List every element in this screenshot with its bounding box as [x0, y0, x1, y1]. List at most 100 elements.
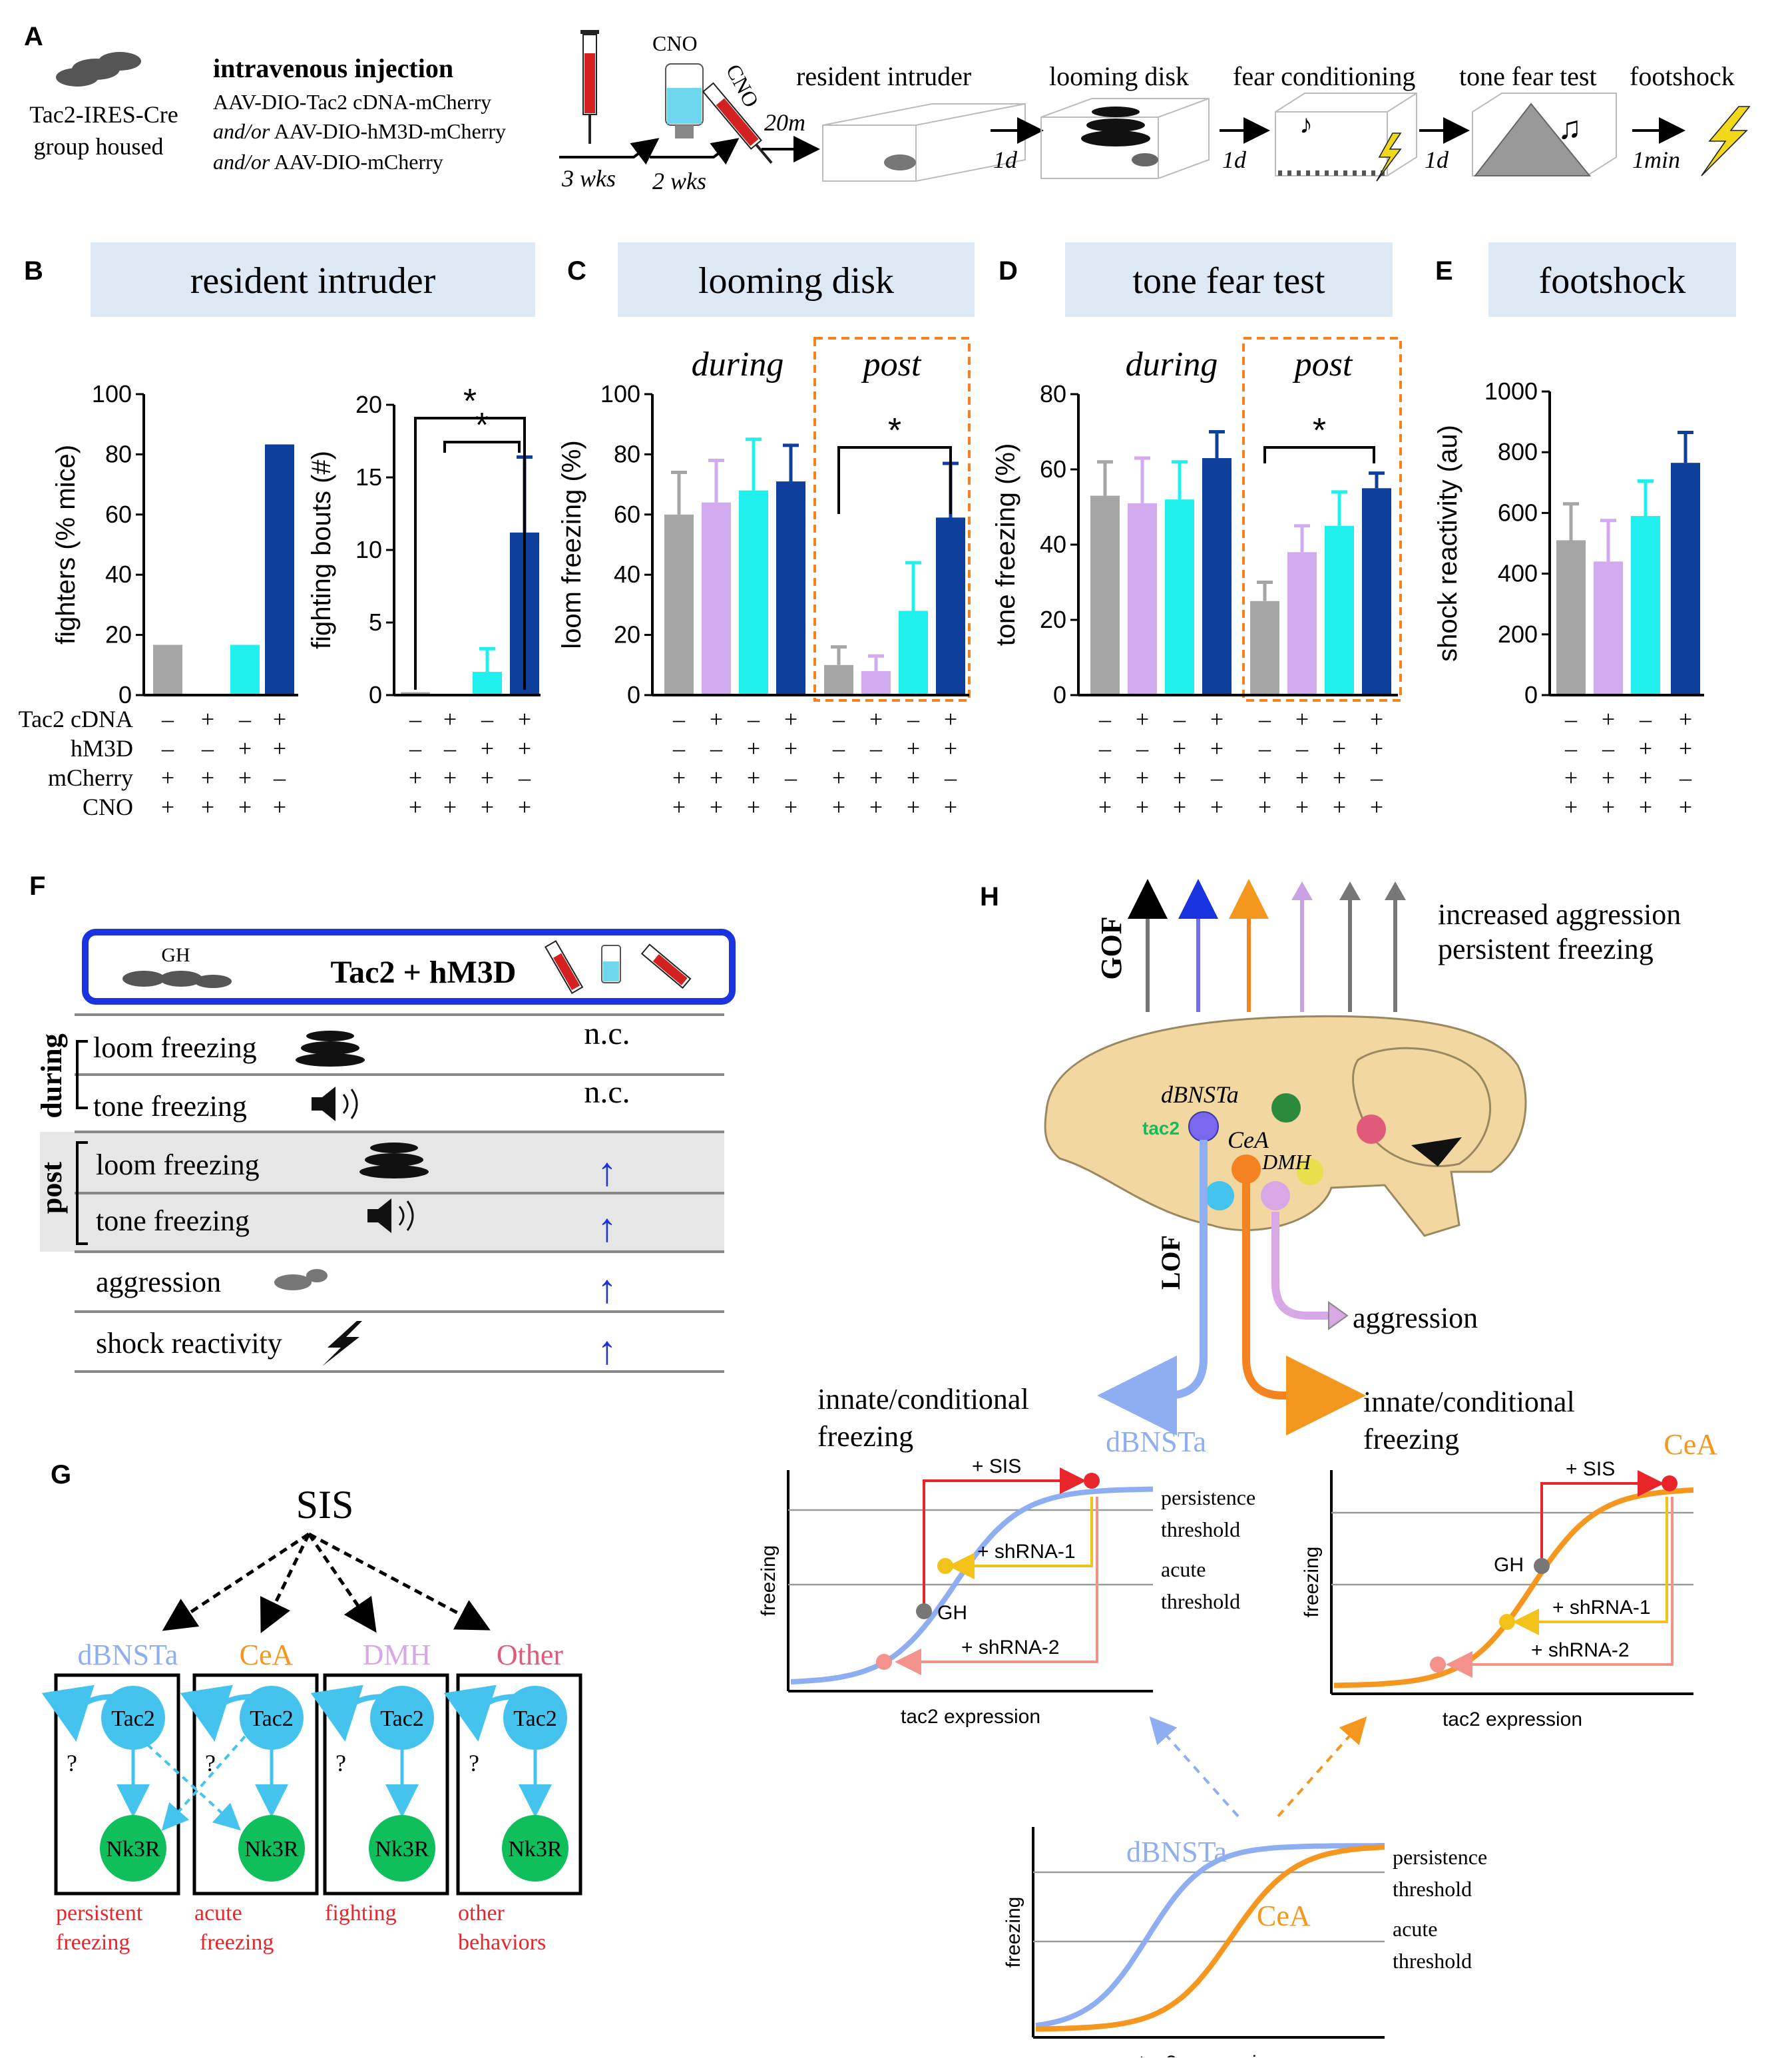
g-q-2: ? [336, 1750, 346, 1776]
cond-6-2-mcherry: + [1639, 764, 1652, 791]
dashed-arrow-left [1149, 1716, 1239, 1818]
wait-2wks: 2 wks [652, 168, 706, 194]
d-sig [1263, 446, 1375, 463]
h-left-gh-dot [916, 1603, 932, 1619]
g-arrow-2 [307, 1533, 377, 1633]
vector-3: and/or AAV-DIO-mCherry [213, 150, 443, 174]
row-label-hm3d: hM3D [71, 735, 133, 762]
g-region-0: dBNSTa [78, 1639, 178, 1671]
g-box-3 [456, 1673, 582, 1896]
cond-6-3-mcherry: – [1679, 764, 1692, 791]
cond-0-2-mcherry: + [238, 764, 252, 791]
cond-3-2-cno: + [907, 794, 920, 820]
panel-label-b: B [24, 256, 43, 286]
cond-5-1-tac2: + [1295, 706, 1309, 732]
c-post-highlight [813, 337, 971, 702]
h-icf-right-1: innate/conditional [1363, 1386, 1575, 1418]
h-right-ylabel: freezing [1301, 1547, 1323, 1618]
nucleus-pink [1357, 1115, 1386, 1144]
h-thr-1-a1: acute [1393, 1917, 1438, 1941]
b2-bar-2 [473, 672, 502, 695]
cond-4-3-hm3d: + [1210, 735, 1224, 762]
cond-1-2-tac2: – [481, 706, 494, 732]
cea-nucleus [1232, 1155, 1261, 1184]
b1-ylabel: fighters (% mice) [51, 445, 81, 644]
b2-tick-0: 0 [369, 681, 382, 708]
f-row-label-5: shock reactivity [96, 1327, 282, 1360]
d-during-bar-0 [1090, 495, 1120, 695]
c-during-bar-3 [776, 481, 805, 695]
h-right-gh: GH [1494, 1554, 1524, 1576]
cond-4-0-tac2: – [1098, 706, 1112, 732]
c-tick-3: 60 [614, 501, 640, 528]
cond-3-1-tac2: + [869, 706, 883, 732]
b1-tick-3: 60 [105, 501, 132, 528]
g-nk3r-node-2 [369, 1815, 435, 1882]
d-post-bar-3 [1362, 488, 1391, 695]
cond-2-3-mcherry: – [784, 764, 797, 791]
cond-0-0-hm3d: – [161, 735, 174, 762]
arrow-a1 [559, 138, 660, 165]
h-right-sh1-dot [1499, 1614, 1515, 1630]
cond-3-3-mcherry: – [944, 764, 957, 791]
looming-cage-icon [1040, 98, 1210, 179]
cond-2-3-cno: + [784, 794, 797, 820]
h-right-sis-dot [1662, 1475, 1678, 1491]
cond-2-1-hm3d: – [710, 735, 723, 762]
d-post-bar-0 [1250, 601, 1279, 695]
looming-disk-icon [1081, 107, 1150, 146]
g-outcome-1-a: acute [194, 1901, 242, 1926]
cond-2-1-cno: + [710, 794, 723, 820]
f-row-label-0: loom freezing [93, 1031, 257, 1064]
cond-1-1-mcherry: + [443, 764, 457, 791]
b2-bar-0 [401, 692, 430, 695]
b2-tick-3: 15 [355, 463, 382, 491]
h-right-sh2: + shRNA-2 [1531, 1639, 1630, 1661]
cond-4-1-tac2: + [1136, 706, 1149, 732]
housing-label: group housed [34, 133, 164, 160]
h-right-curve-0 [1333, 1487, 1694, 1688]
cond-5-3-cno: + [1370, 794, 1383, 820]
cond-2-1-tac2: + [710, 706, 723, 732]
d-tick-2: 40 [1040, 531, 1066, 558]
f-row-label-4: aggression [96, 1266, 221, 1298]
f-row-label-1: tone freezing [93, 1090, 247, 1123]
h-legend-1: increased aggression [1438, 898, 1681, 931]
cond-1-2-cno: + [481, 794, 494, 820]
h-icf-right-2: freezing [1363, 1423, 1459, 1455]
cond-4-1-mcherry: + [1136, 764, 1149, 791]
h-bottom-curve-0 [1035, 1843, 1385, 2029]
h-bottom-ylabel: freezing [1003, 1897, 1024, 1968]
cond-0-3-cno: + [273, 794, 286, 820]
header-d-box [1065, 242, 1393, 317]
b2-tick-4: 20 [355, 391, 382, 418]
step-resident-intruder: resident intruder [796, 61, 971, 91]
g-tac2-node-0 [101, 1686, 165, 1750]
cond-6-3-hm3d: + [1679, 735, 1692, 762]
h-left-ylabel: freezing [758, 1545, 780, 1617]
gof-arrows [1128, 879, 1406, 1012]
h-left-sh2-dot [876, 1654, 892, 1670]
cond-5-0-hm3d: – [1258, 735, 1271, 762]
h-right-sh2-dot [1430, 1657, 1446, 1672]
h-thr-0-p1: persistence [1161, 1485, 1255, 1509]
c-during-bar-0 [664, 514, 694, 695]
c-ylabel: loom freezing (%) [557, 440, 586, 648]
mouse-icon [884, 154, 916, 170]
d-sig-star: * [1313, 411, 1326, 450]
h-left-sh2-arrow [895, 1497, 1098, 1675]
cond-0-3-mcherry: – [273, 764, 286, 791]
cond-6-2-cno: + [1639, 794, 1652, 820]
cond-4-0-mcherry: + [1098, 764, 1112, 791]
g-arrow-1 [260, 1533, 311, 1633]
f-row-value-2: ↑ [597, 1150, 617, 1194]
c-tick-4: 80 [614, 440, 640, 467]
cond-2-2-cno: + [747, 794, 760, 820]
g-loop-2 [310, 1684, 387, 1742]
cond-1-0-cno: + [409, 794, 422, 820]
cond-6-2-tac2: – [1639, 706, 1652, 732]
h-left-sis-dot [1084, 1473, 1100, 1489]
